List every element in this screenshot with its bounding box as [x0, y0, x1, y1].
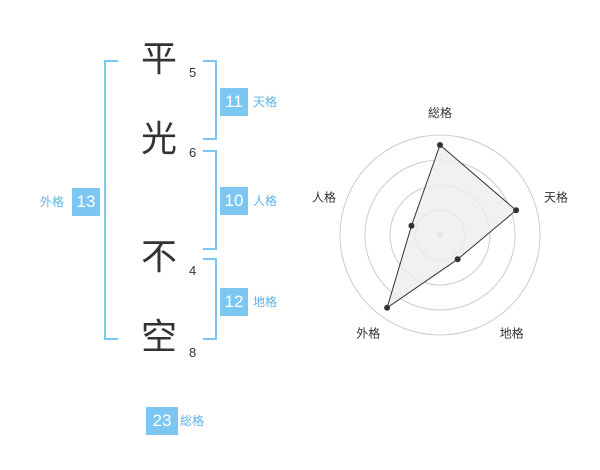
radar-axis-label-4: 外格 [356, 326, 380, 341]
tenkaku-value: 11 [220, 88, 248, 116]
stroke-count-2: 6 [189, 145, 197, 160]
radar-shape [386, 144, 517, 310]
radar-point-2 [513, 207, 520, 214]
soukaku-value: 23 [146, 407, 178, 435]
gaikaku-bracket [104, 60, 118, 340]
name-char-2: 光 [140, 119, 177, 160]
tenkaku-label: 天格 [253, 95, 278, 109]
radar-point-3 [454, 256, 461, 263]
gaikaku-value: 13 [72, 188, 100, 216]
gaikaku-label: 外格 [40, 195, 65, 209]
chikaku-value: 12 [220, 288, 248, 316]
name-char-1: 平 [140, 39, 177, 80]
chikaku-bracket [203, 258, 217, 340]
stroke-count-4: 8 [189, 345, 197, 360]
jinkaku-label: 人格 [253, 194, 278, 208]
radar-point-4 [384, 304, 391, 311]
jinkaku-bracket [203, 150, 217, 250]
name-char-3: 不 [140, 237, 177, 278]
radar-ring-4 [339, 134, 541, 336]
radar-point-5 [408, 222, 415, 229]
tenkaku-bracket [203, 60, 217, 140]
name-char-4: 空 [140, 317, 177, 358]
radar-axis-label-1: 総格 [428, 105, 452, 120]
stroke-count-3: 4 [189, 263, 197, 278]
radar-point-1 [437, 142, 443, 148]
stroke-count-1: 5 [189, 65, 197, 80]
radar-axis-label-5: 人格 [312, 189, 336, 204]
soukaku-label: 総格 [180, 414, 205, 428]
radar-axis-label-2: 天格 [544, 189, 568, 204]
radar-axis-label-3: 地格 [500, 326, 524, 341]
jinkaku-value: 10 [220, 187, 248, 215]
chikaku-label: 地格 [253, 295, 278, 309]
